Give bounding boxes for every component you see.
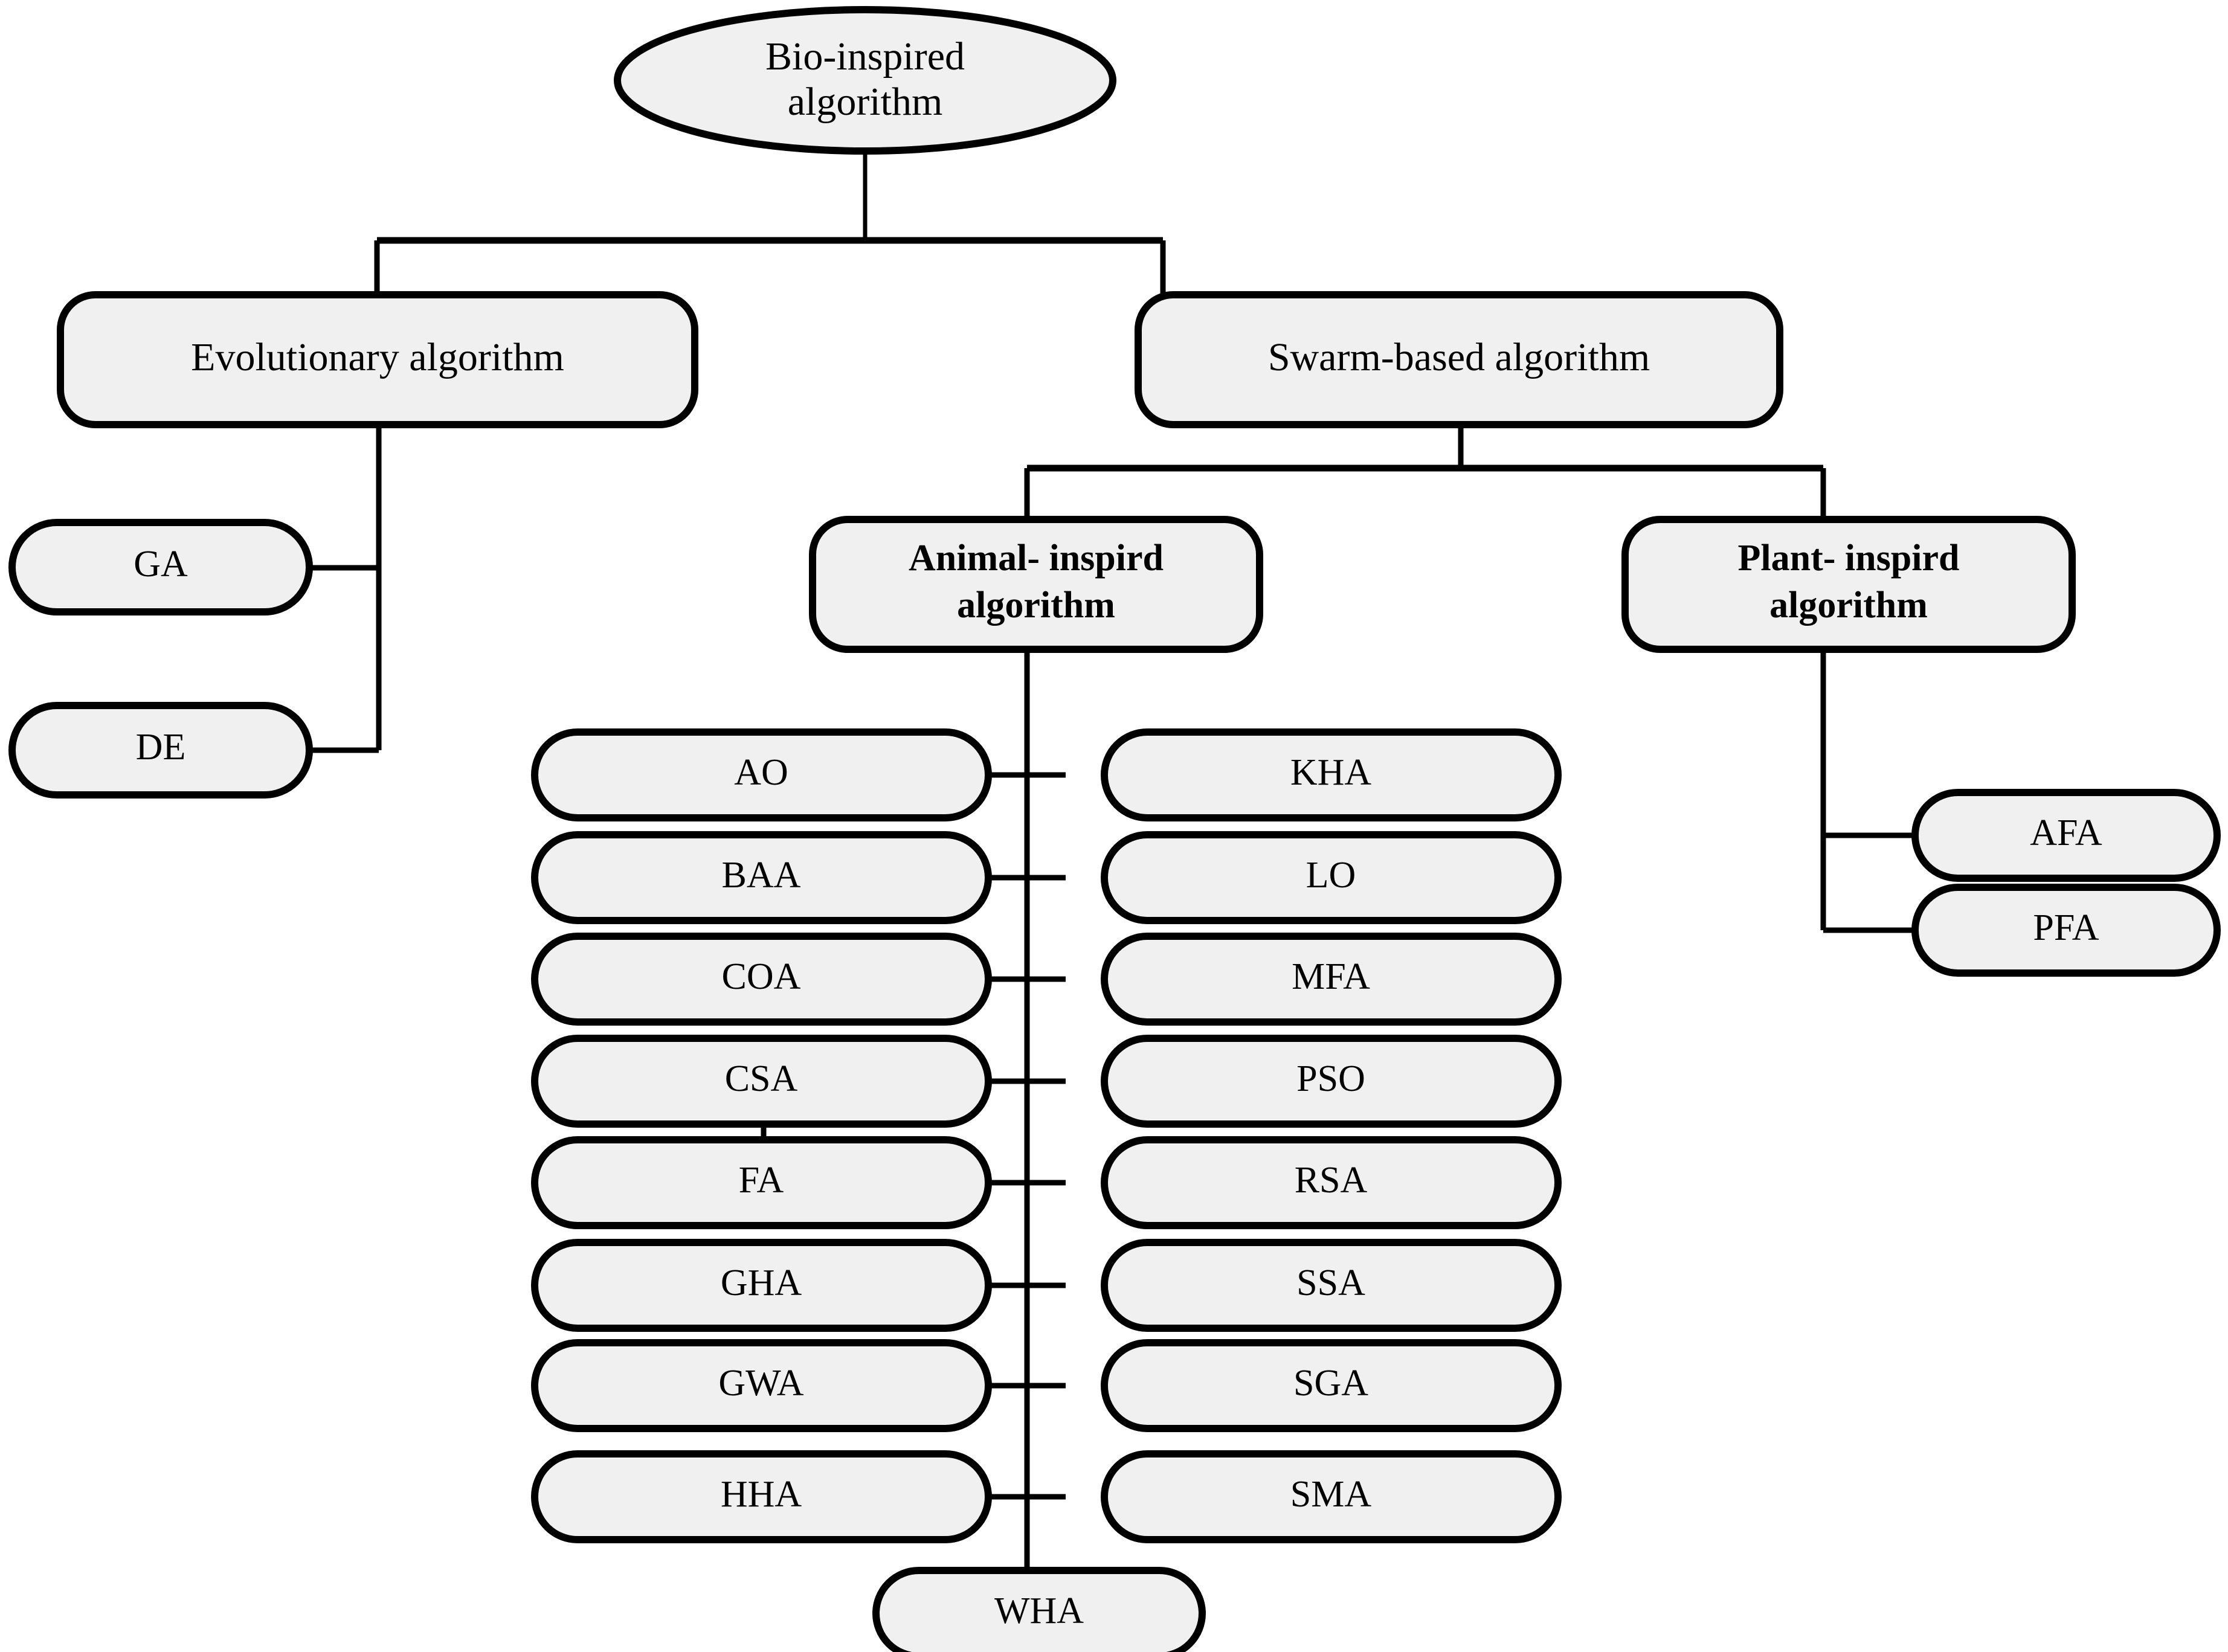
node-de[interactable]: DE [8,702,313,799]
hha-label: HHA [721,1474,802,1515]
node-hha[interactable]: HHA [531,1450,992,1543]
de-label: DE [136,727,186,768]
node-wha[interactable]: WHA [872,1567,1206,1652]
node-sma[interactable]: SMA [1101,1450,1562,1543]
animal-label-line2: algorithm [957,585,1115,626]
root-label-line2: algorithm [788,80,943,124]
node-plant-inspired-algorithm[interactable]: Plant- inspird algorithm [1621,516,2076,653]
node-lo[interactable]: LO [1101,831,1562,924]
evolutionary-label: Evolutionary algorithm [191,335,564,379]
node-ssa[interactable]: SSA [1101,1239,1562,1332]
pso-label: PSO [1296,1058,1365,1099]
plant-label-line1: Plant- inspird [1738,538,1960,579]
node-pso[interactable]: PSO [1101,1035,1562,1128]
lo-label: LO [1306,855,1356,896]
swarm-label: Swarm-based algorithm [1268,335,1650,379]
afa-label: AFA [2030,812,2102,853]
node-rsa[interactable]: RSA [1101,1136,1562,1229]
coa-label: COA [722,956,801,997]
node-mfa[interactable]: MFA [1101,933,1562,1026]
connector-layer [309,151,1915,1570]
node-gwa[interactable]: GWA [531,1339,992,1432]
node-animal-inspired-algorithm[interactable]: Animal- inspird algorithm [809,516,1263,653]
kha-label: KHA [1290,752,1372,793]
mfa-label: MFA [1292,956,1370,997]
sga-label: SGA [1293,1363,1368,1404]
node-afa[interactable]: AFA [1911,789,2221,882]
fa-label: FA [739,1160,784,1201]
node-ao[interactable]: AO [531,728,992,821]
node-coa[interactable]: COA [531,933,992,1026]
node-kha[interactable]: KHA [1101,728,1562,821]
root-label-line1: Bio-inspired [765,34,965,79]
rsa-label: RSA [1295,1160,1368,1201]
node-ga[interactable]: GA [8,519,313,615]
node-bio-inspired-algorithm[interactable]: Bio-inspired algorithm [614,6,1116,155]
ssa-label: SSA [1296,1262,1365,1303]
baa-label: BAA [722,855,801,896]
ao-label: AO [734,752,788,793]
wha-label: WHA [994,1590,1084,1631]
node-fa[interactable]: FA [531,1136,992,1229]
csa-label: CSA [725,1058,798,1099]
plant-label-line2: algorithm [1769,585,1928,626]
node-baa[interactable]: BAA [531,831,992,924]
ga-label: GA [134,544,188,585]
animal-label-line1: Animal- inspird [909,538,1164,579]
node-gha[interactable]: GHA [531,1239,992,1332]
gwa-label: GWA [718,1363,803,1404]
node-pfa[interactable]: PFA [1911,884,2221,977]
node-sga[interactable]: SGA [1101,1339,1562,1432]
node-evolutionary-algorithm[interactable]: Evolutionary algorithm [57,291,698,428]
node-csa[interactable]: CSA [531,1035,992,1128]
pfa-label: PFA [2033,907,2099,948]
gha-label: GHA [721,1262,802,1303]
sma-label: SMA [1290,1474,1372,1515]
node-swarm-based-algorithm[interactable]: Swarm-based algorithm [1135,291,1783,428]
